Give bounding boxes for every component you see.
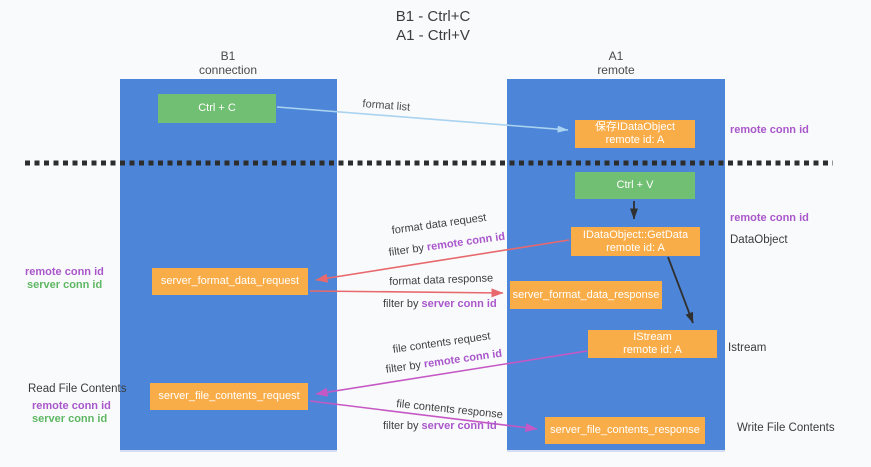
left-remote-conn-id: remote conn id bbox=[25, 266, 104, 278]
left-lane-role: connection bbox=[198, 63, 258, 77]
save-idataobject-line1: 保存IDataObject bbox=[594, 121, 676, 133]
right-lane-role: remote bbox=[597, 63, 635, 77]
file-contents-response-arrow bbox=[309, 400, 538, 433]
diagram-title: B1 - Ctrl+C A1 - Ctrl+V bbox=[283, 7, 583, 45]
title-line-2: A1 - Ctrl+V bbox=[396, 27, 470, 44]
right-lane-name: A1 bbox=[608, 49, 624, 63]
title-line-1: B1 - Ctrl+C bbox=[395, 8, 471, 25]
getdata-line1: IDataObject::GetData bbox=[582, 228, 689, 241]
save-idataobject-line2: remote id: A bbox=[605, 134, 665, 146]
filter-by-text: filter by bbox=[383, 420, 419, 432]
node-istream: IStream remote id: A bbox=[588, 330, 717, 358]
node-idataobject-getdata: IDataObject::GetData remote id: A bbox=[571, 227, 700, 256]
right-dataobject-label: DataObject bbox=[730, 234, 788, 246]
left-lane-name: B1 bbox=[220, 49, 236, 63]
node-ctrl-v: Ctrl + V bbox=[575, 172, 695, 199]
server-format-data-request-label: server_format_data_request bbox=[160, 275, 300, 287]
right-remote-conn-id-mid: remote conn id bbox=[730, 212, 809, 224]
node-ctrl-c: Ctrl + C bbox=[158, 94, 276, 123]
node-server-format-data-response: server_format_data_response bbox=[510, 281, 662, 309]
left-server-conn-id: server conn id bbox=[27, 279, 103, 291]
file-contents-request-arrow bbox=[315, 350, 588, 397]
getdata-to-istream-arrow bbox=[667, 256, 694, 324]
right-remote-conn-id-top: remote conn id bbox=[730, 124, 809, 136]
server-file-contents-response-label: server_file_contents_response bbox=[550, 424, 700, 436]
server-conn-id-text: server conn id bbox=[421, 298, 497, 310]
node-server-format-data-request: server_format_data_request bbox=[152, 268, 308, 295]
right-write-file-contents-label: Write File Contents bbox=[737, 422, 835, 434]
format-data-response-arrow bbox=[309, 288, 504, 298]
right-istream-label: Istream bbox=[728, 342, 767, 354]
server-format-data-response-label: server_format_data_response bbox=[512, 288, 660, 301]
format-list-arrow bbox=[276, 106, 569, 133]
node-server-file-contents-response: server_file_contents_response bbox=[545, 417, 705, 444]
node-server-file-contents-request: server_file_contents_request bbox=[150, 383, 308, 410]
ctrl-v-label: Ctrl + V bbox=[616, 179, 654, 191]
server-file-contents-request-label: server_file_contents_request bbox=[158, 390, 300, 402]
left-lower-server-conn-id: server conn id bbox=[32, 413, 108, 425]
node-save-idataobject: 保存IDataObject remote id: A bbox=[575, 120, 695, 148]
left-lane-header: B1 connection bbox=[168, 49, 288, 77]
istream-line1: IStream bbox=[633, 331, 672, 343]
left-read-file-contents-label: Read File Contents bbox=[28, 383, 127, 395]
right-lane-header: A1 remote bbox=[556, 49, 676, 77]
istream-line2: remote id: A bbox=[623, 344, 682, 356]
filter-by-text: filter by bbox=[383, 298, 419, 310]
ctrl-c-label: Ctrl + C bbox=[198, 102, 236, 114]
getdata-line2: remote id: A bbox=[606, 241, 665, 254]
left-lower-remote-conn-id: remote conn id bbox=[32, 400, 111, 412]
server-conn-id-text: server conn id bbox=[421, 420, 497, 432]
format-data-request-arrow bbox=[315, 239, 570, 283]
